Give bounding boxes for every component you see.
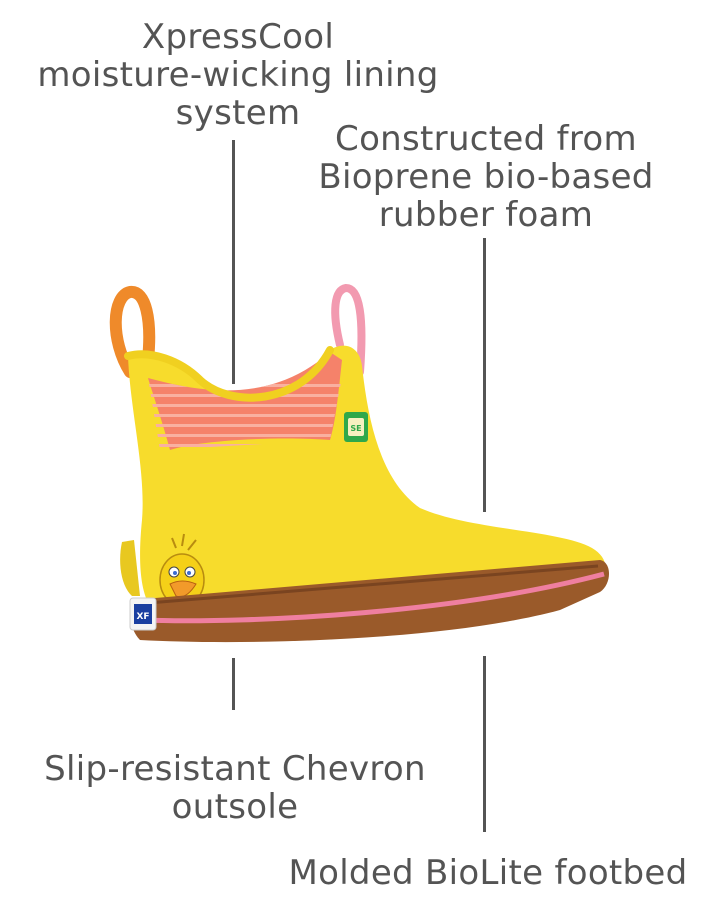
callout-foam-line-2: Bioprene bio-based — [318, 157, 654, 197]
right-pull-tab — [331, 283, 366, 376]
callout-outsole-line-1: Slip-resistant Chevron — [44, 749, 426, 789]
lining-leader-line — [232, 140, 235, 384]
boot-collar — [124, 346, 334, 402]
sole-stripe — [139, 571, 605, 624]
callout-lining-line-1: XpressCool — [141, 17, 335, 57]
foam-leader-line — [483, 238, 486, 512]
outsole-leader-line — [232, 658, 235, 710]
callout-foam-line-3: rubber foam — [378, 195, 594, 235]
callout-outsole-line-2: outsole — [171, 787, 299, 827]
sole-top-edge — [135, 564, 599, 606]
callout-lining: XpressCool moisture-wicking lining syste… — [8, 18, 468, 132]
callout-lining-line-3: system — [175, 93, 301, 133]
big-bird-character-icon — [159, 533, 205, 607]
callout-foam: Constructed from Bioprene bio-based rubb… — [298, 120, 674, 234]
left-pull-tab — [109, 286, 156, 378]
brand-heel-badge-icon: XF — [129, 597, 157, 631]
heel-counter — [120, 540, 140, 596]
callout-footbed: Molded BioLite footbed — [262, 854, 714, 892]
callout-outsole: Slip-resistant Chevron outsole — [10, 750, 460, 826]
callout-lining-line-2: moisture-wicking lining — [37, 55, 439, 95]
footbed-leader-line — [483, 656, 486, 832]
svg-text:XF: XF — [136, 612, 149, 622]
sesame-street-tag-icon: SE — [344, 412, 368, 442]
callout-footbed-line-1: Molded BioLite footbed — [288, 853, 688, 893]
svg-text:SE: SE — [350, 424, 361, 433]
callout-foam-line-1: Constructed from — [335, 119, 637, 159]
